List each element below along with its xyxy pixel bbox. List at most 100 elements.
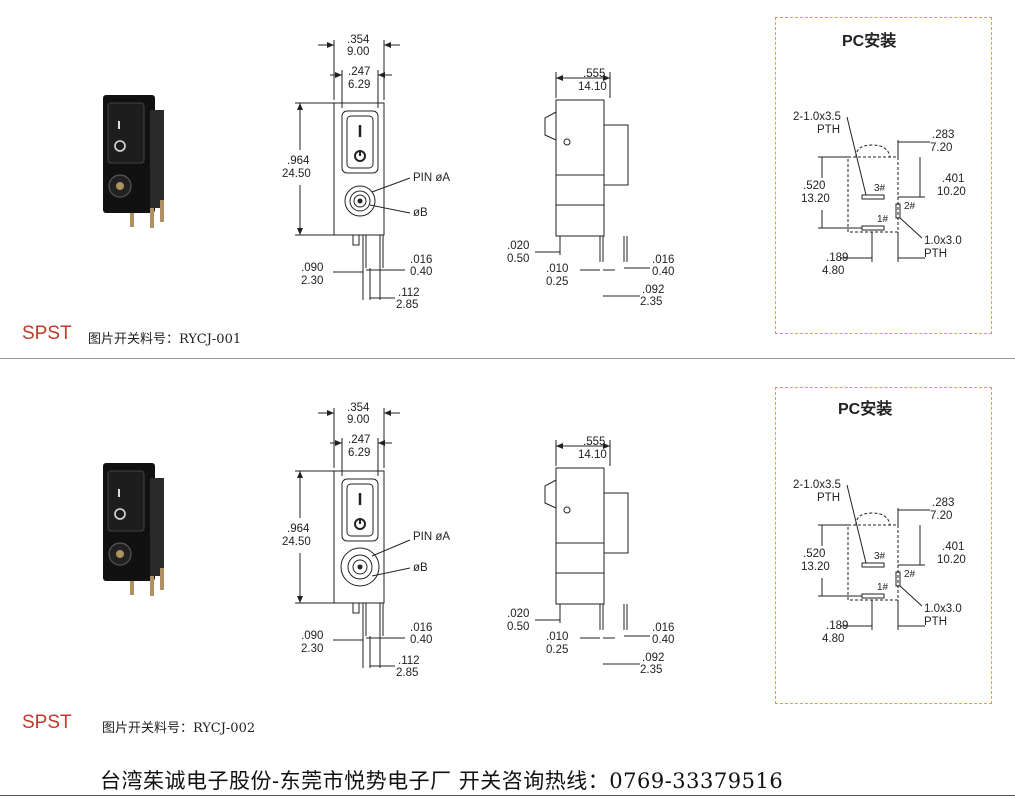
switch-photo (103, 95, 164, 228)
front-view-arrows (297, 42, 391, 235)
pcb-w-mm: 7.20 (930, 510, 952, 522)
side-t4-mm: 2.35 (640, 296, 662, 308)
front-pin-b: øB (413, 207, 428, 219)
front-w-inner-in: .247 (348, 434, 370, 446)
pcb-hole-b-sub: PTH (924, 248, 947, 260)
part-label: 图片开关料号：RYCJ-001 (88, 332, 242, 347)
side-t4-mm: 2.35 (640, 664, 662, 676)
front-w-inner-in: .247 (348, 66, 370, 78)
side-depth-mm: 14.10 (578, 449, 607, 461)
front-pin-a: PIN øA (413, 172, 450, 184)
pcb-pin2: 2# (904, 569, 916, 580)
drawing-2: .354 9.00 .247 6.29 .964 24.50 PIN øA øB… (103, 402, 966, 679)
front-w-total-in: .354 (347, 402, 370, 414)
front-pin-pitch-in: .112 (398, 655, 420, 667)
pcb-w-in: .283 (932, 497, 954, 509)
pcb-h2-mm: 10.20 (937, 554, 966, 566)
side-depth-in: .555 (583, 436, 605, 448)
front-pin-pitch-in: .112 (398, 287, 420, 299)
pcb-pin3: 3# (874, 183, 886, 194)
pcb-h2-in: .401 (942, 173, 964, 185)
side-t3-mm: 0.40 (652, 634, 674, 646)
spst-label: SPST (22, 712, 72, 733)
switch-photo (103, 463, 164, 596)
front-pin-off-in: .090 (301, 630, 323, 642)
front-view (295, 40, 411, 300)
pcb-h-mm: 13.20 (801, 193, 830, 205)
side-t4-in: .092 (642, 652, 664, 664)
side-t1-mm: 0.50 (507, 253, 529, 265)
pcb-off-in: .189 (826, 252, 848, 264)
pcb-hole-a-sub: PTH (817, 492, 840, 504)
front-pin-b: øB (413, 562, 428, 574)
footer-contact: 台湾茱诚电子股份-东莞市悦势电子厂 开关咨询热线：0769-33379516 (100, 769, 784, 793)
pcb-pin1: 1# (877, 214, 889, 225)
front-height-mm: 24.50 (282, 536, 311, 548)
side-t3-in: .016 (652, 622, 674, 634)
front-w-inner-mm: 6.29 (348, 79, 370, 91)
pcb-pin1: 1# (877, 582, 889, 593)
front-w-total-in: .354 (347, 34, 370, 46)
pcb-h-in: .520 (803, 548, 825, 560)
side-depth-mm: 14.10 (578, 81, 607, 93)
side-view (535, 72, 650, 297)
front-pin-pitch-mm: 2.85 (396, 667, 418, 679)
front-pin-pitch-mm: 2.85 (396, 299, 418, 311)
side-view-arrows (556, 443, 610, 449)
pcb-layout (818, 116, 930, 262)
part-label: 图片开关料号：RYCJ-002 (102, 721, 256, 736)
pcb-off-in: .189 (826, 620, 848, 632)
side-depth-in: .555 (583, 68, 605, 80)
side-t4-in: .092 (642, 284, 664, 296)
panel-separator (0, 358, 1015, 359)
pcb-h-in: .520 (803, 180, 825, 192)
side-view-arrows (556, 75, 610, 81)
pc-mount-title: PC安装 (842, 33, 897, 50)
pcb-h-mm: 13.20 (801, 561, 830, 573)
pcb-hole-a: 2-1.0x3.5 (793, 111, 841, 123)
footer-rule (0, 795, 1015, 796)
side-t1-mm: 0.50 (507, 621, 529, 633)
side-t3-in: .016 (652, 254, 674, 266)
side-t2-mm: 0.25 (546, 276, 568, 288)
front-height-in: .964 (287, 155, 310, 167)
front-pin-gap-mm: 0.40 (410, 634, 432, 646)
front-pin-gap-mm: 0.40 (410, 266, 432, 278)
pcb-pin3: 3# (874, 551, 886, 562)
pc-mount-title: PC安装 (838, 401, 893, 418)
front-view (295, 408, 411, 668)
side-view (535, 440, 650, 665)
front-pin-gap-in: .016 (410, 254, 432, 266)
front-pin-off-mm: 2.30 (301, 275, 323, 287)
pcb-hole-b: 1.0x3.0 (924, 235, 962, 247)
side-t1-in: .020 (507, 240, 529, 252)
side-t2-in: .010 (546, 631, 568, 643)
pcb-h2-mm: 10.20 (937, 186, 966, 198)
pcb-hole-a: 2-1.0x3.5 (793, 479, 841, 491)
pcb-w-mm: 7.20 (930, 142, 952, 154)
front-pin-off-mm: 2.30 (301, 643, 323, 655)
pcb-hole-b-sub: PTH (924, 616, 947, 628)
front-pin-gap-in: .016 (410, 622, 432, 634)
side-t3-mm: 0.40 (652, 266, 674, 278)
front-view-arrows (297, 410, 391, 603)
spst-label: SPST (22, 323, 72, 344)
front-pin-off-in: .090 (301, 262, 323, 274)
front-w-total-mm: 9.00 (347, 46, 369, 58)
side-t2-in: .010 (546, 263, 568, 275)
side-t1-in: .020 (507, 608, 529, 620)
pcb-h2-in: .401 (942, 541, 964, 553)
pc-mount-box (775, 17, 992, 334)
drawing-1: .354 9.00 .247 6.29 .964 24.50 PIN øA øB… (103, 34, 966, 311)
pcb-layout (818, 484, 930, 630)
side-t2-mm: 0.25 (546, 644, 568, 656)
pcb-off-mm: 4.80 (822, 633, 844, 645)
product-panel-1: .354 9.00 .247 6.29 .964 24.50 PIN øA øB… (0, 0, 1015, 368)
front-w-total-mm: 9.00 (347, 414, 369, 426)
front-pin-a: PIN øA (413, 531, 450, 543)
front-w-inner-mm: 6.29 (348, 447, 370, 459)
pc-mount-box (775, 387, 992, 704)
front-height-mm: 24.50 (282, 168, 311, 180)
pcb-w-in: .283 (932, 129, 954, 141)
front-height-in: .964 (287, 523, 310, 535)
